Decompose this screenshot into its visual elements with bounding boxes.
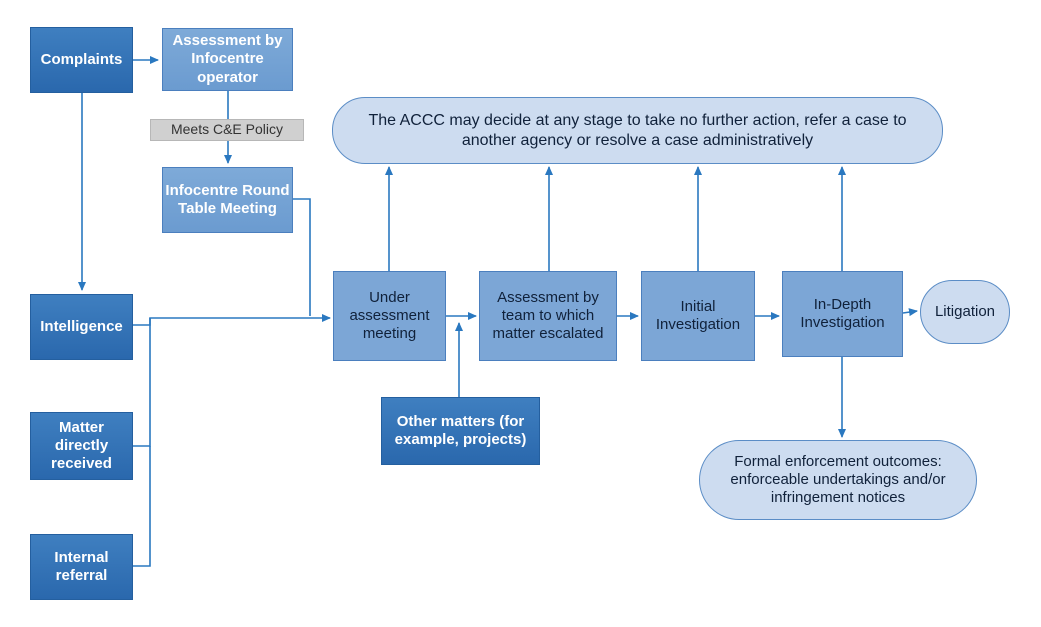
assessment-team-box: Assessment by team to which matter escal…: [479, 271, 617, 361]
under-assessment-box: Under assessment meeting: [333, 271, 446, 361]
connector-intelligence-to-under-assessment: [133, 314, 331, 326]
assessment-infocentre-box: Assessment by Infocentre operator: [162, 28, 293, 91]
in-depth-investigation-box: In-Depth Investigation: [782, 271, 903, 357]
connector-matter-to-bus: [133, 318, 151, 447]
connector-indepth-to-litigation: [902, 308, 918, 317]
matter-directly-received-box: Matter directly received: [30, 412, 133, 480]
initial-investigation-box: Initial Investigation: [641, 271, 755, 361]
complaints-box: Complaints: [30, 27, 133, 93]
other-matters-box: Other matters (for example, projects): [381, 397, 540, 465]
round-table-box: Infocentre Round Table Meeting: [162, 167, 293, 233]
formal-outcomes-box: Formal enforcement outcomes: enforceable…: [699, 440, 977, 520]
meets-policy-box: Meets C&E Policy: [150, 119, 304, 141]
connector-referral-to-bus: [133, 446, 151, 567]
accc-decision-box: The ACCC may decide at any stage to take…: [332, 97, 943, 164]
connector-roundtable-to-under-assessment: [293, 198, 311, 316]
intelligence-box: Intelligence: [30, 294, 133, 360]
litigation-box: Litigation: [920, 280, 1010, 344]
internal-referral-box: Internal referral: [30, 534, 133, 600]
